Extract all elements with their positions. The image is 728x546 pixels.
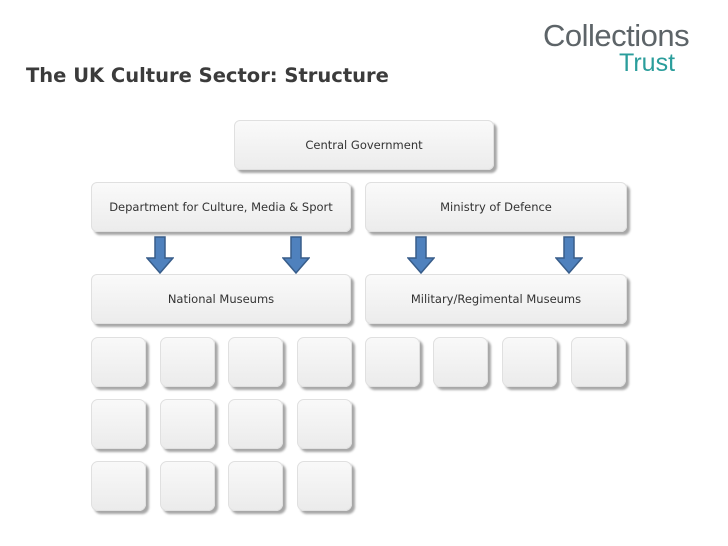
museum-tile bbox=[91, 337, 146, 387]
down-arrow-icon bbox=[146, 236, 174, 274]
logo-trust-text: Trust bbox=[619, 49, 676, 77]
node-central-government: Central Government bbox=[234, 120, 494, 170]
museum-tile bbox=[502, 337, 557, 387]
museum-tile bbox=[365, 337, 420, 387]
node-national-museums: National Museums bbox=[91, 274, 351, 324]
down-arrow-icon bbox=[407, 236, 435, 274]
node-dcms: Department for Culture, Media & Sport bbox=[91, 182, 351, 232]
museum-tile bbox=[160, 399, 215, 449]
collections-trust-logo: Collections Trust bbox=[543, 18, 713, 78]
museum-tile bbox=[433, 337, 488, 387]
museum-tile bbox=[571, 337, 626, 387]
node-ministry-of-defence: Ministry of Defence bbox=[365, 182, 627, 232]
down-arrow-icon bbox=[282, 236, 310, 274]
museum-tile bbox=[160, 337, 215, 387]
museum-tile bbox=[160, 461, 215, 511]
museum-tile bbox=[228, 399, 283, 449]
museum-tile bbox=[297, 337, 352, 387]
museum-tile bbox=[228, 461, 283, 511]
museum-tile bbox=[228, 337, 283, 387]
logo-collections-text: Collections bbox=[543, 18, 690, 53]
node-military-museums: Military/Regimental Museums bbox=[365, 274, 627, 324]
page-title: The UK Culture Sector: Structure bbox=[26, 64, 389, 87]
museum-tile bbox=[297, 399, 352, 449]
museum-tile bbox=[91, 461, 146, 511]
museum-tile bbox=[91, 399, 146, 449]
museum-tile bbox=[297, 461, 352, 511]
down-arrow-icon bbox=[555, 236, 583, 274]
